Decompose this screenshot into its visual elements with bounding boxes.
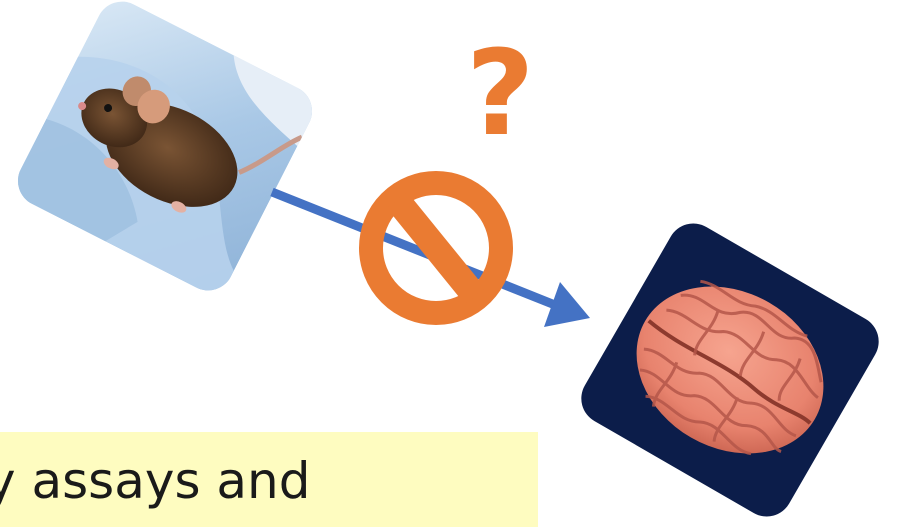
brain-photo: [572, 214, 888, 526]
question-mark: ?: [466, 34, 534, 152]
prohibited-icon: [371, 183, 501, 313]
caption-text: y assays and: [0, 452, 310, 510]
mouse-photo: [9, 0, 321, 299]
caption-box: y assays and: [0, 432, 538, 527]
